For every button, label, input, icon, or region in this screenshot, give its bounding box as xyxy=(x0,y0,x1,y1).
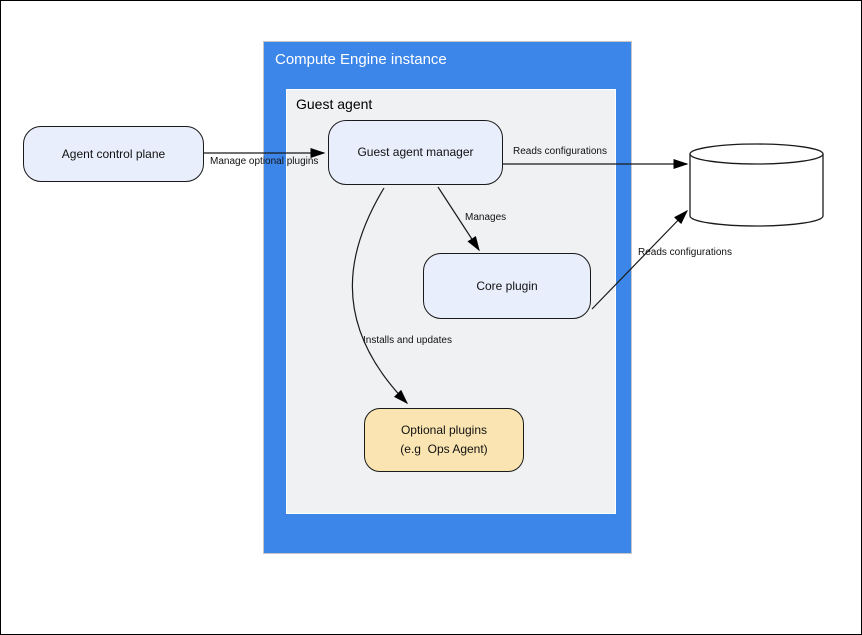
node-agent-control-plane: Agent control plane xyxy=(23,126,204,182)
edge-label-manage-optional-plugins: Manage optional plugins xyxy=(210,156,319,167)
node-metadata-server-label: Metadata server xyxy=(713,175,800,189)
node-guest-agent-manager-label: Guest agent manager xyxy=(357,145,474,159)
node-optional-plugins-label-line2: (e.g Ops Agent) xyxy=(400,442,488,456)
node-optional-plugins: Optional plugins (e.g Ops Agent) xyxy=(364,408,524,472)
compute-engine-instance-title: Compute Engine instance xyxy=(275,51,447,68)
guest-agent-title: Guest agent xyxy=(296,96,373,112)
edge-label-reads-configurations-manager: Reads configurations xyxy=(513,146,607,157)
node-core-plugin: Core plugin xyxy=(423,253,591,319)
edge-label-reads-configurations-core: Reads configurations xyxy=(638,247,732,258)
node-core-plugin-label: Core plugin xyxy=(476,278,538,293)
node-optional-plugins-label-line1: Optional plugins xyxy=(400,423,488,437)
node-agent-control-plane-label: Agent control plane xyxy=(61,146,166,161)
edge-label-installs-and-updates: Installs and updates xyxy=(363,335,452,346)
edge-label-manages: Manages xyxy=(465,212,507,223)
node-guest-agent-manager: Guest agent manager xyxy=(328,120,503,185)
